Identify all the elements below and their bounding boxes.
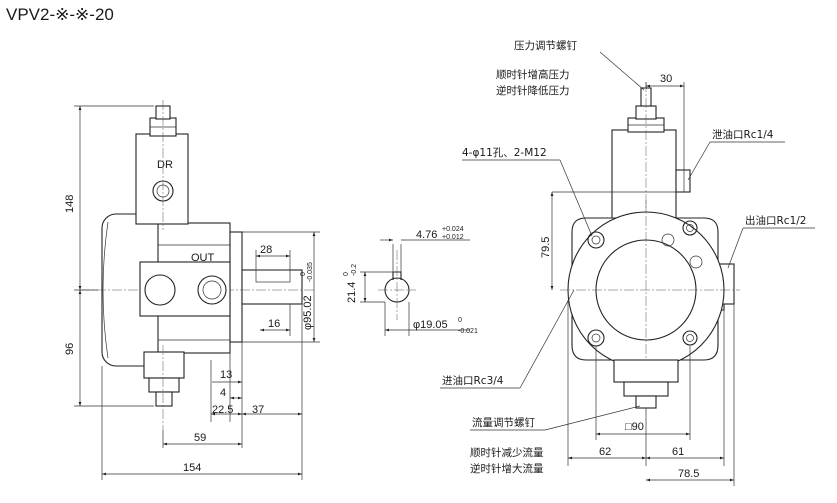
- front-regulator-housing: [611, 129, 677, 226]
- front-view: 压力调节螺钉 顺时针增高压力 逆时针降低压力 4-φ11孔、2-M12 泄油口R…: [440, 39, 815, 486]
- mounting-hole-br: [682, 330, 698, 346]
- dim-154: 154: [183, 462, 201, 474]
- section-dia-tol-up: 0: [458, 317, 462, 324]
- dr-label: DR: [157, 159, 173, 171]
- dim-79-5: 79.5: [540, 237, 552, 258]
- pressure-regulator-housing: [135, 133, 189, 225]
- dim-30: 30: [660, 73, 672, 85]
- dim-13: 13: [220, 369, 232, 381]
- section-height-tol-low: -0.2: [351, 264, 358, 276]
- callout-ccw-decrease: 逆时针降低压力: [496, 84, 570, 97]
- callout-ccw-increase-flow: 逆时针增大流量: [470, 462, 544, 475]
- shaft-cross-section: 4.76 +0.024 +0.012 21.4 0 -0.2 φ19.05 0 …: [343, 226, 478, 336]
- mounting-flange: [229, 231, 243, 343]
- callout-flow-screw: 流量调节螺钉: [472, 416, 535, 429]
- section-diameter: φ19.05: [413, 319, 448, 331]
- dim-shaft-tol-up: 0: [300, 272, 307, 276]
- key-width-tol-up: +0.024: [442, 226, 464, 233]
- callout-pressure-screw: 压力调节螺钉: [514, 39, 577, 52]
- dim-4: 4: [220, 387, 226, 399]
- callout-outlet-port: 出油口Rc1/2: [745, 214, 806, 227]
- key-width: 4.76: [416, 229, 437, 241]
- mounting-hole-tl: [587, 231, 605, 249]
- dim-square-90: □90: [625, 421, 644, 433]
- mounting-hole-tr: [682, 220, 698, 236]
- dim-61: 61: [672, 446, 684, 458]
- dim-59: 59: [194, 432, 206, 444]
- pump-shaft: [241, 269, 303, 305]
- dim-16: 16: [268, 318, 280, 330]
- dim-62: 62: [599, 446, 611, 458]
- front-flow-regulator: [613, 359, 679, 383]
- section-height: 21.4: [346, 282, 358, 303]
- side-view: DR OUT 148 96 154 59 22.5: [64, 100, 320, 480]
- callout-cw-decrease-flow: 顺时针减少流量: [470, 446, 544, 459]
- key-width-tol-low: +0.012: [442, 234, 464, 241]
- section-dia-tol-low: -0.021: [458, 328, 478, 335]
- callout-inlet-port: 进油口Rc3/4: [442, 374, 504, 387]
- out-port: [197, 275, 227, 305]
- dim-96: 96: [64, 343, 76, 355]
- callout-drain-port: 泄油口Rc1/4: [712, 128, 774, 141]
- section-height-tol-up: 0: [343, 272, 350, 276]
- dim-78-5: 78.5: [678, 468, 699, 480]
- dim-shaft-tol-low: -0.035: [307, 262, 314, 282]
- dim-148: 148: [64, 195, 76, 213]
- dim-28: 28: [260, 244, 272, 256]
- outlet-block: [139, 261, 231, 317]
- dim-37: 37: [252, 404, 264, 416]
- flow-regulator: [143, 351, 185, 379]
- out-label: OUT: [191, 252, 215, 264]
- dim-shaft-diameter: φ95.02: [302, 295, 314, 330]
- dim-22-5: 22.5: [212, 404, 233, 416]
- diagram-title: VPV2-※-※-20: [6, 5, 114, 24]
- callout-cw-increase: 顺时针增高压力: [496, 68, 570, 81]
- callout-mounting-holes: 4-φ11孔、2-M12: [462, 146, 547, 159]
